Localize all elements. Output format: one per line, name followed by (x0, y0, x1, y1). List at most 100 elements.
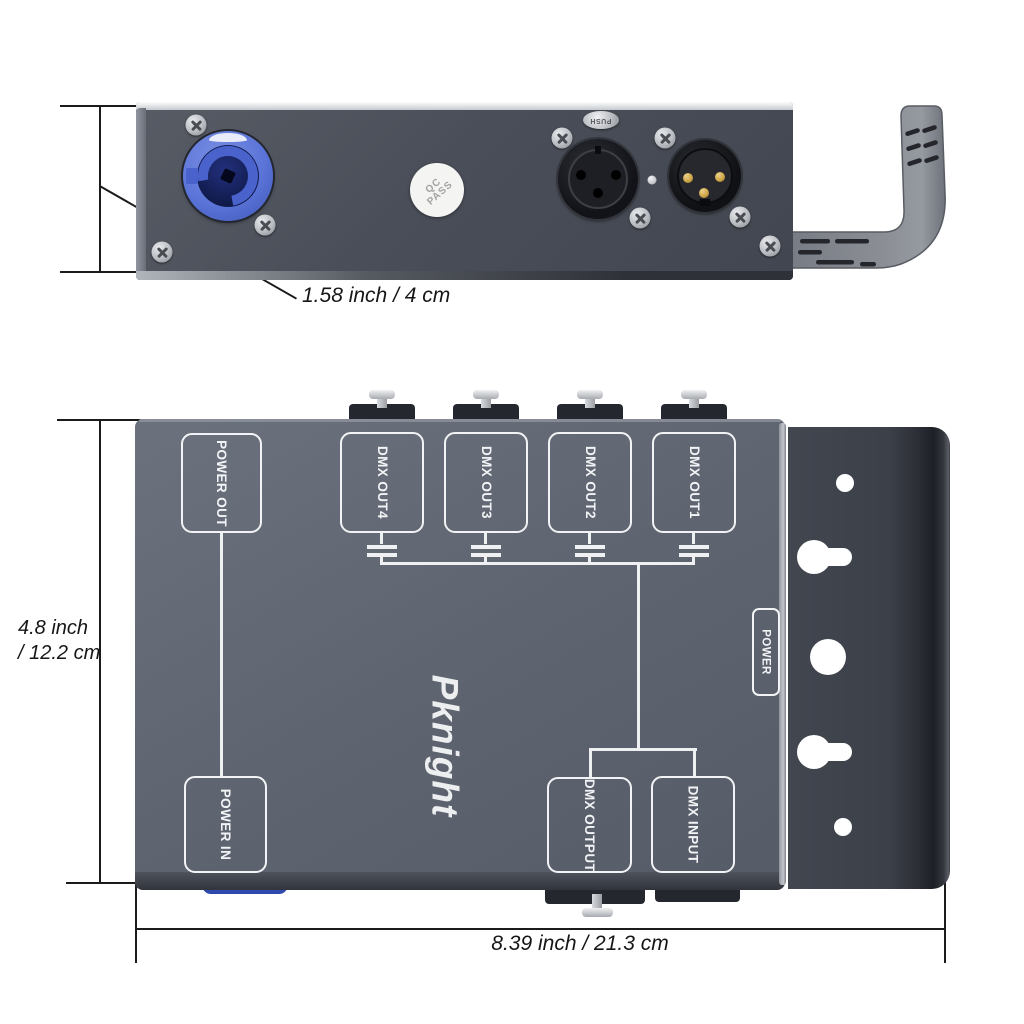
xlr-female-notch (595, 146, 601, 154)
chassis-bottom-edge (136, 271, 793, 280)
latch-pin-icon (481, 396, 491, 408)
side-mounting-bracket (788, 105, 946, 269)
keyhole-slot (814, 743, 852, 761)
isolator-symbol (679, 545, 709, 549)
xlr-male-connector-icon (669, 140, 741, 212)
isolator-symbol (692, 533, 695, 544)
latch-pin-cap (681, 390, 707, 399)
isolator-symbol (367, 553, 397, 557)
label-box-dmx-out4: DMX OUT4 (340, 432, 424, 533)
xlr-male-pin (715, 172, 725, 182)
width-dimension-label: 8.39 inch / 21.3 cm (491, 932, 669, 955)
label-box-dmx-out3: DMX OUT3 (444, 432, 528, 533)
brand-logo: Pknight (398, 652, 490, 840)
xlr-male-notch (699, 199, 711, 206)
height-label-line1: 4.8 inch (18, 617, 89, 639)
isolator-symbol (380, 557, 383, 565)
width-dimension-line (136, 928, 946, 930)
xlr-female-hole (576, 170, 586, 180)
xlr-female-hole (593, 188, 603, 198)
isolator-symbol (380, 533, 383, 544)
qc-pass-sticker: QC PASS (410, 163, 464, 217)
latch-pin-icon (377, 396, 387, 408)
label-box-power: POWER (752, 608, 780, 696)
depth-dimension-label: 1.58 inch / 4 cm (302, 284, 451, 307)
latch-pin-icon (689, 396, 699, 408)
height-label-line2: / 12.2 cm (18, 642, 101, 664)
latch-pin-cap (582, 908, 613, 917)
powercon-tab (186, 168, 198, 184)
isolator-symbol (588, 533, 591, 544)
label-box-power-in: POWER IN (184, 776, 267, 873)
dmx-out2-label: DMX OUT2 (582, 446, 598, 519)
depth-dimension-line (99, 106, 101, 273)
powercon-connector-icon (183, 131, 273, 221)
width-dimension-tick (135, 848, 137, 963)
indicator-hole (647, 175, 657, 185)
label-box-dmx-input: DMX INPUT (651, 776, 735, 873)
isolator-symbol (679, 553, 709, 557)
isolator-symbol (484, 557, 487, 565)
latch-pin-cap (577, 390, 603, 399)
label-box-power-out: POWER OUT (181, 433, 262, 533)
dmx-bus-line (589, 748, 592, 778)
top-panel-right-edge (779, 423, 786, 885)
dmx-output-label: DMX OUTPUT (582, 778, 597, 872)
height-dimension-line (99, 420, 101, 884)
isolator-symbol (367, 545, 397, 549)
screw-icon (759, 235, 781, 257)
isolator-symbol (471, 553, 501, 557)
chassis-left-edge (136, 108, 146, 280)
screw-icon (254, 214, 276, 236)
mounting-hole-large (810, 639, 846, 675)
powercon-highlight (209, 133, 247, 142)
latch-pin-cap (369, 390, 395, 399)
dmx-bus-line (589, 748, 697, 751)
power-trace-line (220, 533, 223, 776)
isolator-symbol (575, 553, 605, 557)
dmx-bus-line (637, 562, 640, 750)
dmx-bus-line (381, 562, 695, 565)
dmx-out3-label: DMX OUT3 (478, 446, 494, 519)
screw-icon (654, 127, 676, 149)
screw-icon (185, 114, 207, 136)
label-box-dmx-output: DMX OUTPUT (547, 777, 632, 873)
dmx-input-label: DMX INPUT (685, 785, 701, 864)
brand-text: Pknight (424, 674, 466, 818)
keyhole-slot (814, 548, 852, 566)
isolator-symbol (575, 545, 605, 549)
label-box-dmx-out1: DMX OUT1 (652, 432, 736, 533)
height-dimension-label: 4.8 inch / 12.2 cm (18, 616, 100, 666)
xlr-male-pin (683, 173, 693, 183)
isolator-symbol (588, 557, 591, 565)
label-box-dmx-out2: DMX OUT2 (548, 432, 632, 533)
chassis-top-edge (136, 102, 793, 110)
push-label: PUSH (590, 116, 612, 124)
screw-icon (551, 127, 573, 149)
power-label: POWER (760, 629, 773, 675)
depth-dimension-tick (60, 105, 137, 107)
latch-pin-cap (473, 390, 499, 399)
latch-pin-icon (585, 396, 595, 408)
xlr-female-connector-icon (558, 139, 638, 219)
top-panel (135, 419, 785, 890)
power-in-label: POWER IN (217, 788, 233, 861)
screw-icon (629, 207, 651, 229)
latch-pin-icon (592, 894, 602, 910)
xlr-push-latch: PUSH (583, 111, 619, 129)
screw-icon (729, 206, 751, 228)
mounting-hole-small (834, 818, 852, 836)
dmx-out4-label: DMX OUT4 (374, 446, 390, 519)
depth-dimension-tick (60, 271, 137, 273)
power-out-label: POWER OUT (214, 439, 230, 527)
isolator-symbol (471, 545, 501, 549)
height-dimension-tick (66, 882, 200, 884)
dmx-out1-label: DMX OUT1 (686, 446, 702, 519)
xlr-housing (655, 886, 740, 902)
height-dimension-tick (57, 419, 201, 421)
dmx-bus-line (693, 748, 696, 776)
xlr-female-hole (611, 170, 621, 180)
isolator-symbol (484, 533, 487, 544)
screw-icon (151, 241, 173, 263)
